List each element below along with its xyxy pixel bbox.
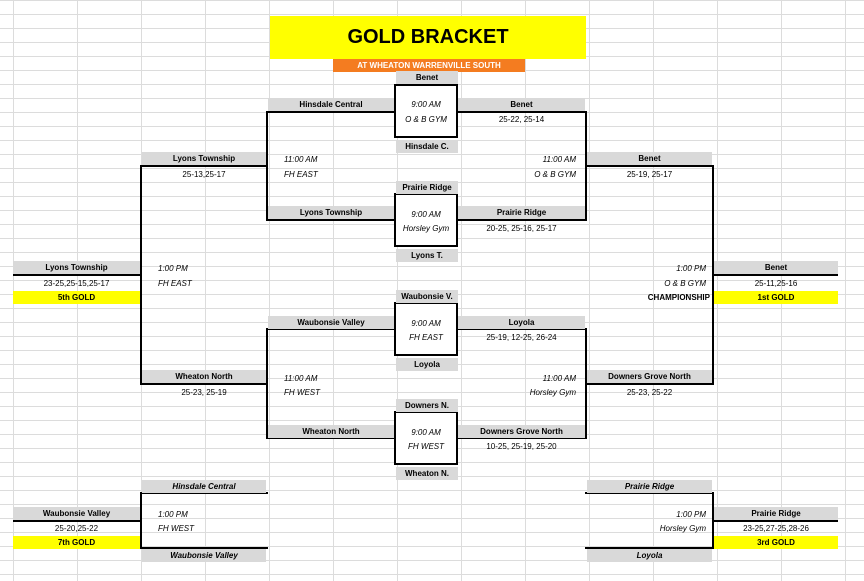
m4-score: 10-25, 25-19, 25-20 bbox=[486, 442, 557, 451]
match-box-2 bbox=[394, 193, 458, 247]
m2-score: 20-25, 25-16, 25-17 bbox=[486, 224, 557, 233]
match-box-4 bbox=[394, 411, 458, 465]
center-label-bottom-1: Waubonsie V. bbox=[396, 290, 458, 303]
bracket-title: GOLD BRACKET bbox=[270, 16, 586, 59]
final-left-time: 1:00 PM bbox=[158, 264, 188, 273]
center-label-bottom-4: Wheaton N. bbox=[396, 467, 458, 480]
line-m3-left-h bbox=[266, 328, 396, 330]
qr-rt-team: Benet bbox=[587, 152, 712, 165]
cons-left-top-team: Hinsdale Central bbox=[142, 480, 266, 493]
center-label-bottom-3: Downers N. bbox=[396, 399, 458, 412]
m1-time: 9:00 AM bbox=[411, 100, 441, 109]
line-final-left-h bbox=[13, 274, 142, 276]
m3-location: FH EAST bbox=[409, 333, 443, 342]
semi-lt-location: FH EAST bbox=[284, 170, 318, 179]
m3-right-team: Loyola bbox=[458, 316, 585, 329]
m2-right-team: Prairie Ridge bbox=[458, 206, 585, 219]
m1-left-team: Hinsdale Central bbox=[268, 98, 394, 111]
line-semi-lt-h bbox=[140, 165, 268, 167]
final-left-location: FH EAST bbox=[158, 279, 192, 288]
line-semi-rt-h bbox=[585, 165, 714, 167]
qr-lt-team: Lyons Township bbox=[142, 152, 266, 165]
m4-time: 9:00 AM bbox=[411, 428, 441, 437]
semi-rb-time: 11:00 AM bbox=[542, 374, 576, 383]
m3-time: 9:00 AM bbox=[411, 319, 441, 328]
center-label-top-4: Lyons T. bbox=[396, 249, 458, 262]
m1-right-team: Benet bbox=[458, 98, 585, 111]
line-cons-left-top-h bbox=[140, 492, 268, 494]
qr-rb-score: 25-23, 25-22 bbox=[626, 388, 673, 397]
line-semi-lb-h bbox=[140, 383, 268, 385]
final-right-team: Benet bbox=[714, 261, 838, 274]
center-label-top-3: Prairie Ridge bbox=[396, 181, 458, 194]
line-m4-left-h bbox=[266, 437, 396, 439]
cons-left-score: 25-20,25-22 bbox=[54, 524, 99, 533]
qr-rb-team: Downers Grove North bbox=[587, 370, 712, 383]
cons-right-top-team: Prairie Ridge bbox=[587, 480, 712, 493]
line-semi-rb-h bbox=[585, 383, 714, 385]
center-label-top-1: Benet bbox=[396, 71, 458, 84]
line-cons-left-out-h bbox=[13, 520, 142, 522]
cons-right-location: Horsley Gym bbox=[659, 524, 706, 533]
cons-left-place: 7th GOLD bbox=[13, 536, 140, 549]
line-cons-left-bot-h bbox=[140, 547, 268, 549]
final-right-location: O & B GYM bbox=[664, 279, 706, 288]
semi-lb-time: 11:00 AM bbox=[284, 374, 318, 383]
semi-rb-location: Horsley Gym bbox=[529, 388, 576, 397]
qr-lt-score: 25-13,25-17 bbox=[182, 170, 226, 179]
semi-lt-time: 11:00 AM bbox=[284, 155, 318, 164]
cons-right-bottom-team: Loyola bbox=[587, 549, 712, 562]
cons-right-winner: Prairie Ridge bbox=[714, 507, 838, 520]
line-m2-right-h bbox=[458, 219, 586, 221]
m4-location: FH WEST bbox=[408, 442, 444, 451]
line-m1-left-h bbox=[266, 111, 396, 113]
m1-location: O & B GYM bbox=[405, 115, 447, 124]
m3-score: 25-19, 12-25, 26-24 bbox=[486, 333, 557, 342]
line-cons-right-bot-h bbox=[585, 547, 714, 549]
match-box-1 bbox=[394, 84, 458, 138]
cons-left-bottom-team: Waubonsie Valley bbox=[142, 549, 266, 562]
cons-left-time: 1:00 PM bbox=[158, 510, 188, 519]
semi-rt-time: 11:00 AM bbox=[542, 155, 576, 164]
cons-right-score: 23-25,27-25,28-26 bbox=[743, 524, 809, 533]
match-box-3 bbox=[394, 302, 458, 356]
championship-label: CHAMPIONSHIP bbox=[647, 293, 710, 302]
cons-right-time: 1:00 PM bbox=[676, 510, 706, 519]
line-final-right-h bbox=[712, 274, 838, 276]
m3-left-team: Waubonsie Valley bbox=[268, 316, 394, 329]
m2-time: 9:00 AM bbox=[411, 210, 441, 219]
line-m1-right-h bbox=[458, 111, 586, 113]
final-right-place: 1st GOLD bbox=[714, 291, 838, 304]
qr-rt-score: 25-19, 25-17 bbox=[626, 170, 673, 179]
final-right-time: 1:00 PM bbox=[676, 264, 706, 273]
final-left-place: 5th GOLD bbox=[13, 291, 140, 304]
venue-banner: AT WHEATON WARRENVILLE SOUTH bbox=[333, 59, 525, 72]
line-cons-right-top-h bbox=[585, 492, 714, 494]
center-label-bottom-2: Loyola bbox=[396, 358, 458, 371]
line-m4-right-h bbox=[458, 437, 586, 439]
m4-left-team: Wheaton North bbox=[268, 425, 394, 438]
final-right-score: 25-11,25-16 bbox=[754, 279, 798, 288]
m1-score: 25-22, 25-14 bbox=[498, 115, 545, 124]
m2-location: Horsley Gym bbox=[402, 224, 450, 233]
semi-rt-location: O & B GYM bbox=[534, 170, 576, 179]
cons-left-location: FH WEST bbox=[158, 524, 194, 533]
qr-lb-score: 25-23, 25-19 bbox=[181, 388, 227, 397]
m4-right-team: Downers Grove North bbox=[458, 425, 585, 438]
final-left-team: Lyons Township bbox=[13, 261, 140, 274]
final-left-score: 23-25,25-15,25-17 bbox=[43, 279, 110, 288]
line-m3-right-h bbox=[458, 328, 586, 330]
semi-lb-location: FH WEST bbox=[284, 388, 320, 397]
cons-right-place: 3rd GOLD bbox=[714, 536, 838, 549]
qr-lb-team: Wheaton North bbox=[142, 370, 266, 383]
line-m2-left-h bbox=[266, 219, 396, 221]
m2-left-team: Lyons Township bbox=[268, 206, 394, 219]
cons-left-winner: Waubonsie Valley bbox=[13, 507, 140, 520]
line-cons-right-out-h bbox=[712, 520, 838, 522]
center-label-top-2: Hinsdale C. bbox=[396, 140, 458, 153]
